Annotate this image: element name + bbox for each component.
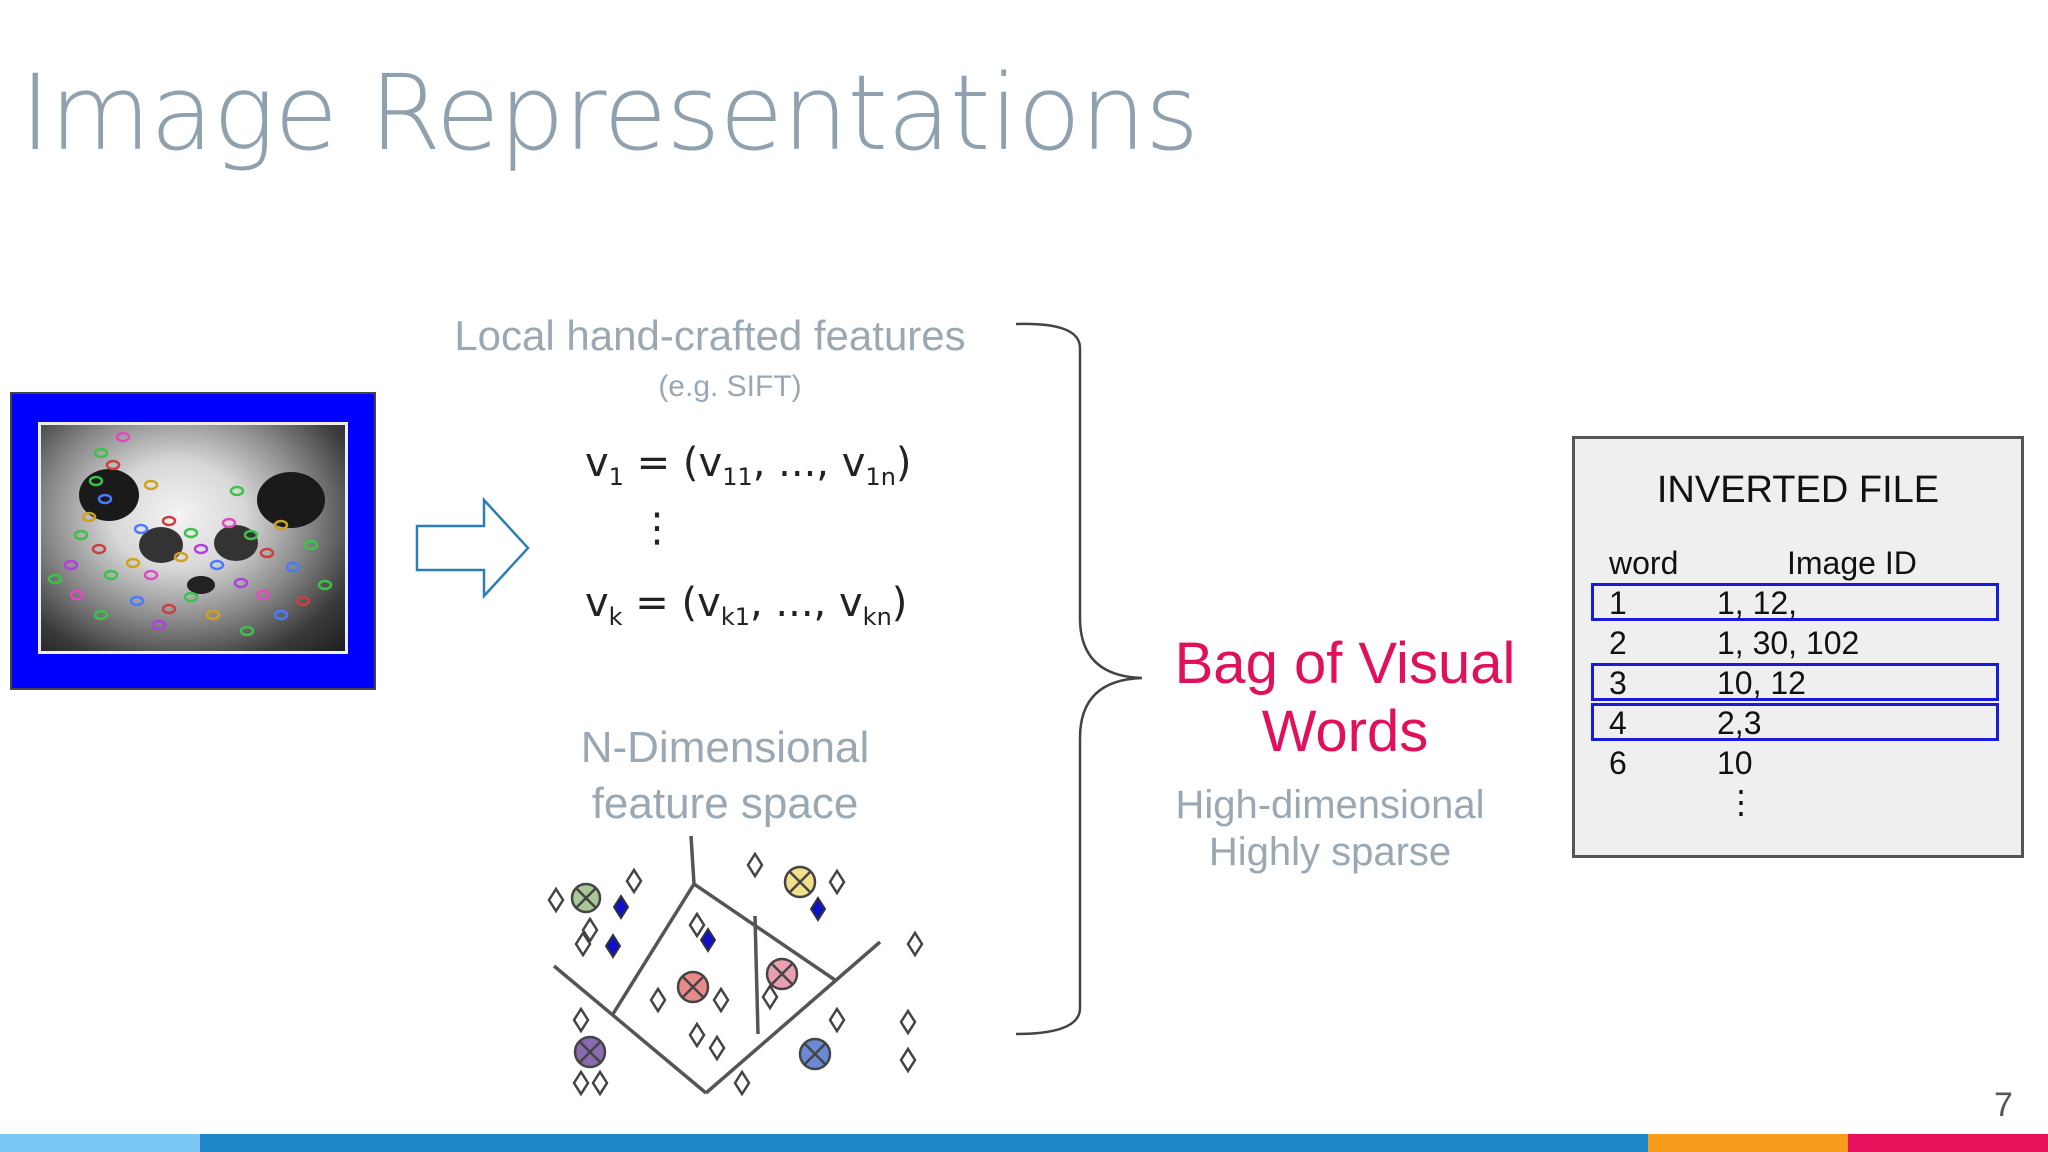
table-row-word: 2	[1609, 625, 1627, 661]
inverted-file-title: INVERTED FILE	[1656, 469, 1940, 511]
footer-bar-segment-3	[1648, 1134, 1848, 1152]
feature-vector-1: v1 = (v11, ..., v1n)	[585, 440, 912, 491]
highlight-row-3	[1591, 663, 1999, 701]
page-number: 7	[1994, 1086, 2013, 1124]
table-more-ellipsis: ⋮	[1725, 784, 1757, 820]
table-row-ids: 1, 12,	[1717, 585, 1798, 621]
footer-bar-segment-1	[0, 1134, 200, 1152]
footer-bar-segment-4	[1848, 1134, 2048, 1152]
inverted-file-table: INVERTED FILE word Image ID 1 1, 12, 2 1…	[1572, 436, 2024, 858]
bow-desc2: Highly sparse	[1208, 830, 1452, 874]
table-row-ids: 2,3	[1717, 705, 1762, 741]
column-header-image-id: Image ID	[1787, 545, 1917, 581]
features-subtitle: (e.g. SIFT)	[658, 370, 802, 403]
footer-bar-segment-2	[200, 1134, 1648, 1152]
curly-brace-icon	[1015, 322, 1143, 1036]
bow-desc1: High-dimensional	[1175, 783, 1485, 827]
highlight-row-1	[1591, 583, 1999, 621]
slide-title: Image Representations	[20, 52, 1199, 174]
column-header-word: word	[1609, 545, 1679, 581]
feature-space-line1: N-Dimensional	[580, 723, 870, 772]
panda-photo	[38, 422, 348, 654]
feature-space-line2: feature space	[591, 779, 859, 828]
table-row-ids: 1, 30, 102	[1717, 625, 1860, 661]
table-row-ids: 10	[1717, 745, 1753, 781]
vector-ellipsis: ⋮	[637, 505, 677, 551]
bow-description: High-dimensional Highly sparse	[1130, 782, 1530, 876]
table-row-word: 6	[1609, 745, 1627, 781]
feature-space-label: N-Dimensional feature space	[480, 720, 970, 832]
table-row-word: 3	[1609, 665, 1627, 701]
table-row-word: 1	[1609, 585, 1627, 621]
table-row-word: 4	[1609, 705, 1627, 741]
features-title: Local hand-crafted features	[454, 312, 966, 359]
panda-image	[10, 392, 376, 690]
table-row-ids: 10, 12	[1717, 665, 1806, 701]
highlight-row-4	[1591, 703, 1999, 741]
bow-line2: Words	[1261, 699, 1429, 764]
voronoi-feature-space	[547, 835, 924, 1097]
bow-line1: Bag of Visual	[1174, 631, 1516, 696]
bag-of-visual-words-label: Bag of Visual Words	[1130, 630, 1560, 766]
sift-keypoints	[47, 431, 333, 637]
feature-vector-k: vk = (vk1, ..., vkn)	[585, 580, 908, 631]
arrow-right-icon	[415, 496, 530, 600]
